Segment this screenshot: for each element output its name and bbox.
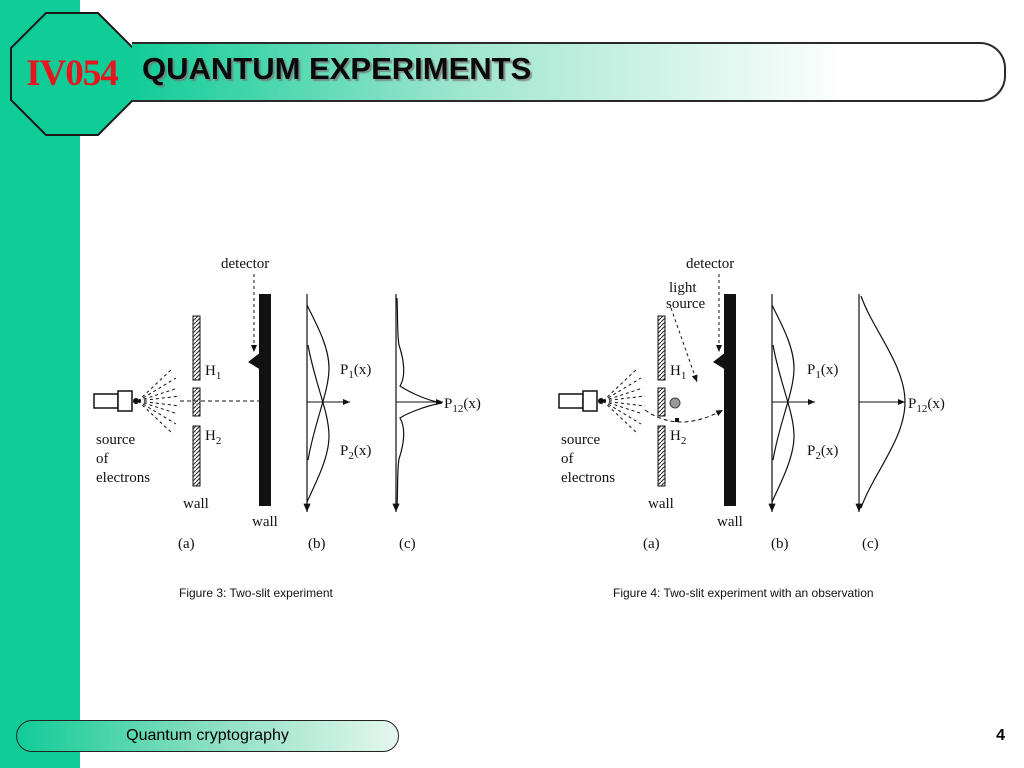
electron-rays <box>602 367 646 435</box>
octagon-shape <box>10 12 134 136</box>
wall-label-big: wall <box>717 514 743 530</box>
panel-c-label: (c) <box>399 536 416 552</box>
panel-c-label: (c) <box>862 536 879 552</box>
slit-wall <box>192 315 201 487</box>
p12-label: P12(x) <box>444 396 481 415</box>
panel-b-label: (b) <box>771 536 789 552</box>
back-wall <box>259 294 271 506</box>
detector-icon <box>248 352 261 370</box>
panel-a-label: (a) <box>643 536 660 552</box>
footer-course-label: Quantum cryptography <box>126 727 289 744</box>
electron-dot <box>675 418 679 422</box>
p2-label: P2(x) <box>340 443 371 462</box>
back-wall <box>724 294 736 506</box>
source-label-line3: electrons <box>561 470 615 486</box>
p2-label: P2(x) <box>807 443 838 462</box>
figure-two-slit-observed: detector light source H1 H2 source of el… <box>553 250 973 555</box>
source-label-line2: of <box>561 451 574 467</box>
footer-course-pill: Quantum cryptography <box>16 720 399 752</box>
figure3-caption: Figure 3: Two-slit experiment <box>179 586 333 600</box>
curve-p2 <box>771 344 795 503</box>
page-number: 4 <box>996 727 1005 744</box>
electron-path <box>644 409 724 423</box>
curve-p1 <box>306 304 330 461</box>
electron-gun-icon <box>558 390 604 412</box>
p1-label: P1(x) <box>807 362 838 381</box>
curve-p1 <box>771 304 795 461</box>
figure4-caption: Figure 4: Two-slit experiment with an ob… <box>613 586 874 600</box>
source-label-line1: source <box>96 432 135 448</box>
curve-p12 <box>860 295 906 509</box>
p12-label: P12(x) <box>908 396 945 415</box>
light-source-label-line2: source <box>666 296 705 312</box>
p1-label: P1(x) <box>340 362 371 381</box>
course-code: IV054 <box>26 53 119 94</box>
slide-title: QUANTUM EXPERIMENTS <box>142 51 532 86</box>
detector-icon <box>713 352 726 370</box>
detector-label: detector <box>221 256 269 272</box>
source-label-line2: of <box>96 451 109 467</box>
h1-label: H1 <box>670 363 686 382</box>
wall-label-small: wall <box>648 496 674 512</box>
source-label-line3: electrons <box>96 470 150 486</box>
slit-wall <box>657 315 666 487</box>
course-badge: IV054 <box>10 12 134 136</box>
title-bar <box>132 42 1006 102</box>
panel-a-label: (a) <box>178 536 195 552</box>
detector-label: detector <box>686 256 734 272</box>
h2-label: H2 <box>670 428 686 447</box>
panel-b-label: (b) <box>308 536 326 552</box>
curve-p2 <box>306 344 330 503</box>
electron-rays <box>137 367 181 435</box>
light-source-label-line1: light <box>669 280 697 296</box>
light-pointer <box>670 307 698 383</box>
curve-p12 <box>396 297 443 507</box>
electron-gun-icon <box>93 390 139 412</box>
wall-label-big: wall <box>252 514 278 530</box>
h1-label: H1 <box>205 363 221 382</box>
h2-label: H2 <box>205 428 221 447</box>
figure-two-slit: detector H1 H2 source of electrons wall … <box>88 250 508 555</box>
source-label-line1: source <box>561 432 600 448</box>
light-source-icon <box>669 397 681 409</box>
wall-label-small: wall <box>183 496 209 512</box>
